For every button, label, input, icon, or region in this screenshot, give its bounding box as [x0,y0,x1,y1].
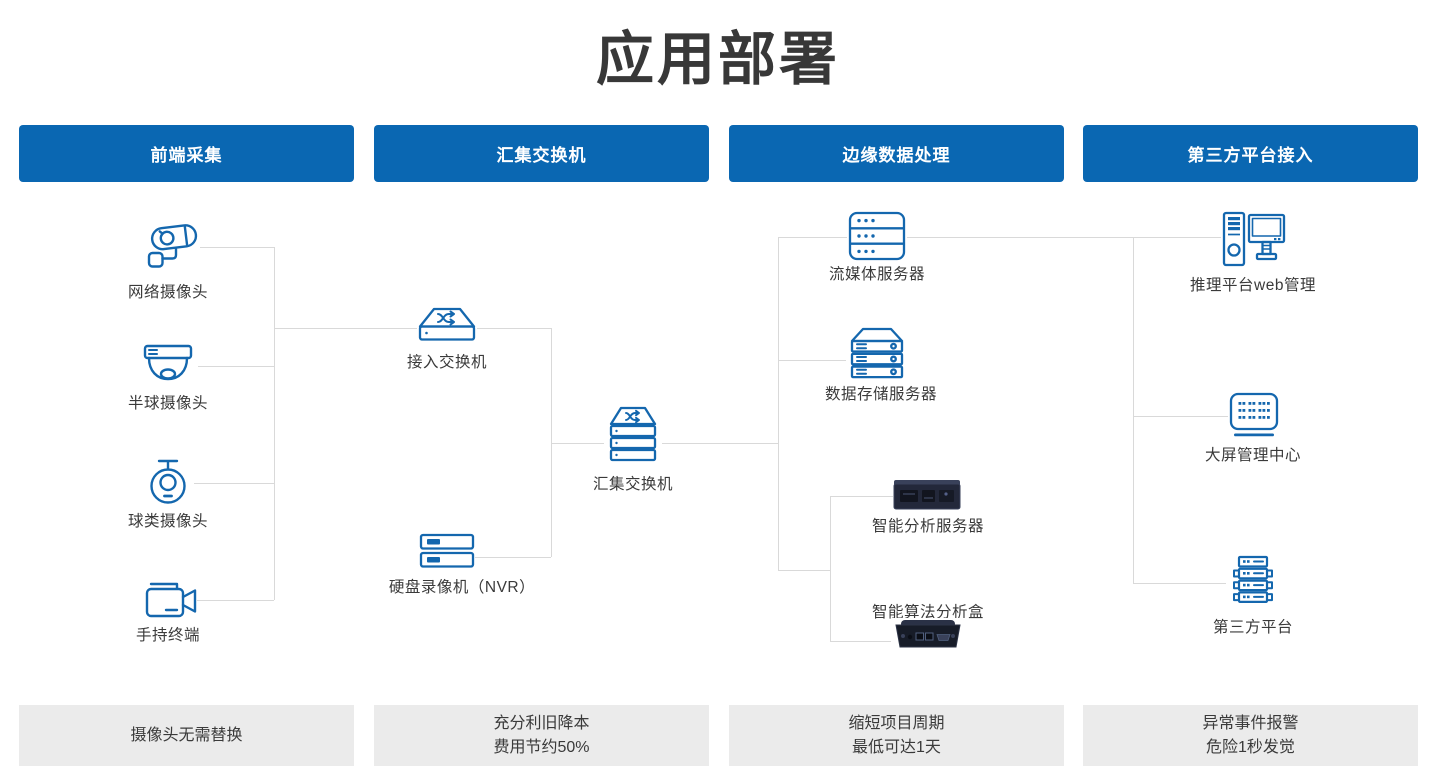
node-label: 网络摄像头 [127,284,208,301]
node-label: 流媒体服务器 [828,266,925,283]
connector-third-party [1133,583,1228,584]
node-label: 手持终端 [135,627,200,644]
node-label: 智能算法分析盒 [871,604,984,621]
desktop-computer-icon [1221,210,1287,268]
connector-bus-analysis [830,496,831,641]
column-header-third-party-access: 第三方平台接入 [1083,125,1418,182]
storage-server-icon [846,327,908,379]
benefit-box-project-cycle: 缩短项目周期 最低可达1天 [729,705,1064,766]
node-label: 数据存储服务器 [824,386,937,403]
node-label: 接入交换机 [406,354,487,371]
connector-analysis-box [830,641,893,642]
rack-server-photo-icon [893,478,961,512]
page-title: 应用部署 [595,27,840,92]
nvr-recorder-icon [419,533,475,569]
connector-analysis-junction [778,570,830,571]
connector-to-access-switch [274,328,551,329]
column-header-frontend-capture: 前端采集 [19,125,354,182]
connector-bus-col3 [778,237,779,570]
connector-bus-col1 [274,247,275,600]
connector-to-aggregation-switch [551,443,778,444]
connector-bus-col2 [551,328,552,557]
node-label: 大屏管理中心 [1204,447,1301,464]
connector-nvr [470,557,551,558]
ptz-ball-camera-icon [142,458,194,506]
connector-analysis-server [830,496,895,497]
edge-box-photo-icon [891,618,965,654]
connector-cam3 [186,483,274,484]
node-label: 球类摄像头 [127,513,208,530]
bullet-camera-icon [136,222,200,276]
node-label: 推理平台web管理 [1190,277,1316,294]
connector-big-screen [1133,416,1232,417]
handheld-video-camera-icon [139,580,197,622]
stacked-switch-icon [604,406,662,464]
connector-cam2 [190,366,274,367]
column-header-aggregation-switch: 汇集交换机 [374,125,709,182]
node-label: 智能分析服务器 [871,518,984,535]
node-label: 汇集交换机 [592,476,673,493]
dome-camera-icon [138,344,198,386]
benefit-box-camera-reuse: 摄像头无需替换 [19,705,354,766]
led-wall-icon [1228,391,1280,443]
column-header-edge-processing: 边缘数据处理 [729,125,1064,182]
node-label: 第三方平台 [1212,619,1293,636]
connector-streaming-to-inference [778,237,1223,238]
node-label: 硬盘录像机（NVR） [388,579,536,596]
connector-bus-col4 [1133,237,1134,583]
server-rack-icon [847,211,907,261]
benefit-box-cost-saving: 充分利旧降本 费用节约50% [374,705,709,766]
network-switch-icon [417,306,477,344]
connector-cam1 [190,247,274,248]
connector-cam4 [190,600,274,601]
benefit-box-event-alarm: 异常事件报警 危险1秒发觉 [1083,705,1418,766]
node-label: 半球摄像头 [127,395,208,412]
connector-storage [778,360,846,361]
platform-stack-icon [1226,555,1280,609]
